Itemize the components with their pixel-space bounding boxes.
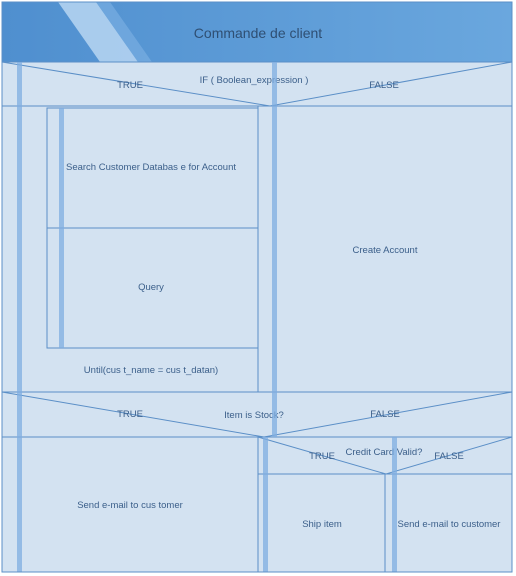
vertical-highlight-bar (59, 108, 64, 348)
decision3-false-label: FALSE (434, 451, 464, 462)
loop-step-search: Search Customer Databas e for Account (66, 162, 236, 173)
decision2-condition: Item is Stock? (224, 410, 284, 421)
header-stripe (58, 2, 138, 62)
ship-item-label: Ship item (302, 519, 342, 530)
header-block: Commande de client (1, 1, 513, 63)
loop-step-query: Query (138, 282, 164, 293)
decision-if-boolean: IF ( Boolean_expression ) TRUE FALSE (1, 61, 513, 107)
decision1-condition: IF ( Boolean_expression ) (200, 75, 309, 86)
loop-until-condition: Until(cus t_name = cus t_datan) (84, 365, 218, 376)
loop-block: Search Customer Databas e for Account Qu… (46, 107, 259, 376)
send-email-left-label: Send e-mail to cus tomer (77, 500, 183, 511)
vertical-highlight-bar (392, 437, 397, 572)
decision2-false-label: FALSE (370, 409, 400, 420)
send-email-right-label: Send e-mail to customer (398, 519, 501, 530)
decision3-condition: Credit Card Valid? (346, 447, 423, 458)
decision1-true-label: TRUE (117, 80, 143, 91)
vertical-highlight-bar (272, 62, 277, 437)
header-stripe-shade (96, 2, 152, 62)
decision1-false-label: FALSE (369, 80, 399, 91)
create-account-block: Create Account (257, 105, 513, 393)
decision2-true-label: TRUE (117, 409, 143, 420)
send-email-left-block: Send e-mail to cus tomer (1, 436, 259, 573)
vertical-highlight-bar (263, 437, 268, 572)
create-account-label: Create Account (353, 245, 418, 256)
decision-item-in-stock: Item is Stock? TRUE FALSE (1, 391, 513, 438)
diagram-title: Commande de client (194, 25, 323, 41)
ship-item-block: Ship item (257, 473, 386, 573)
decision3-true-label: TRUE (309, 451, 335, 462)
vertical-highlight-bar (17, 62, 22, 572)
decision-credit-card-valid: Credit Card Valid? TRUE FALSE (257, 436, 513, 475)
send-email-right-block: Send e-mail to customer (384, 473, 513, 573)
